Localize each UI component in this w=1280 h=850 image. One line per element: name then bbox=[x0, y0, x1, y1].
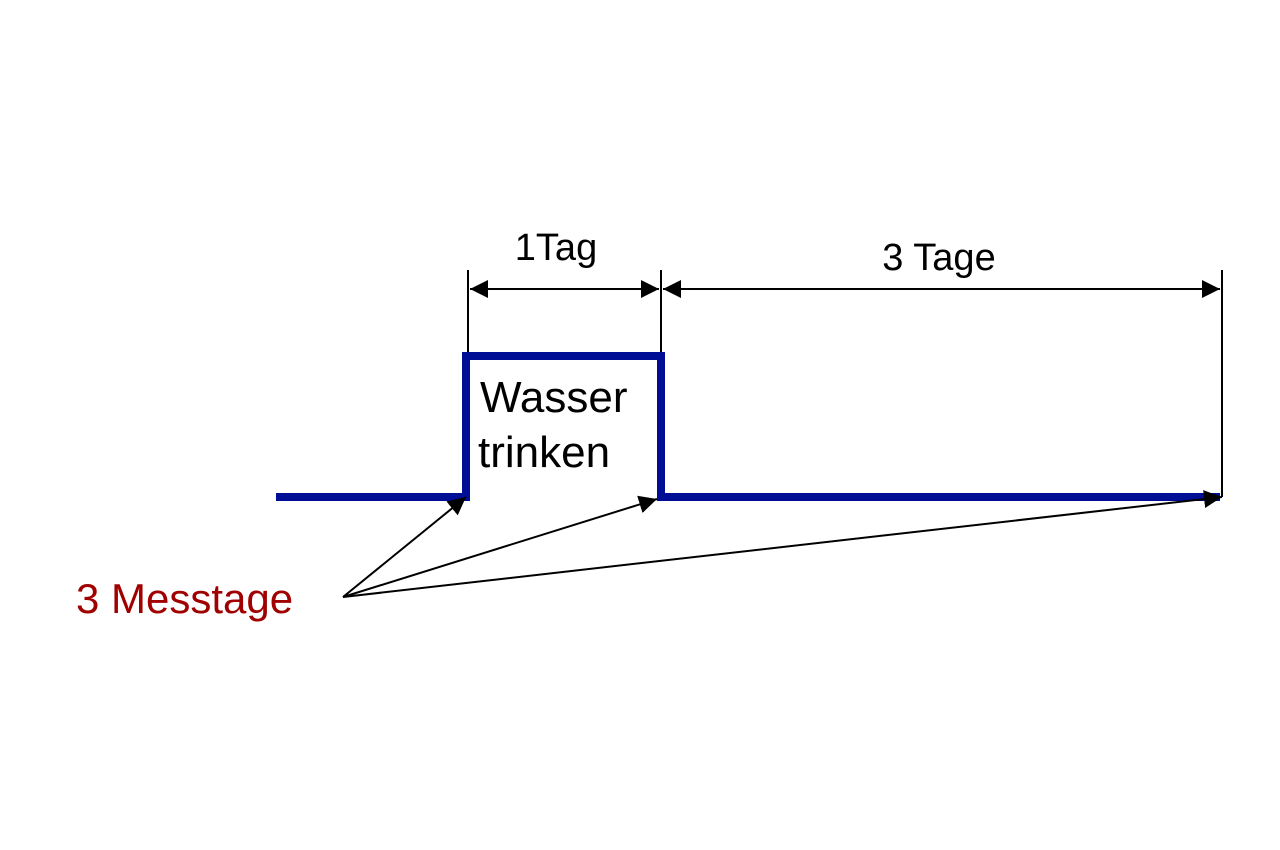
label-1-day: 1Tag bbox=[515, 227, 597, 269]
label-3-days: 3 Tage bbox=[882, 237, 995, 279]
measurement-arrow-1 bbox=[342, 496, 467, 598]
measurement-days-label: 3 Messtage bbox=[76, 575, 293, 622]
phase-label-line-1: Wasser bbox=[480, 373, 628, 422]
measurement-arrow-3 bbox=[342, 490, 1223, 598]
phase-label-line-2: trinken bbox=[478, 428, 610, 477]
measurement-arrow-2 bbox=[342, 495, 658, 598]
signal-line bbox=[276, 352, 1220, 501]
